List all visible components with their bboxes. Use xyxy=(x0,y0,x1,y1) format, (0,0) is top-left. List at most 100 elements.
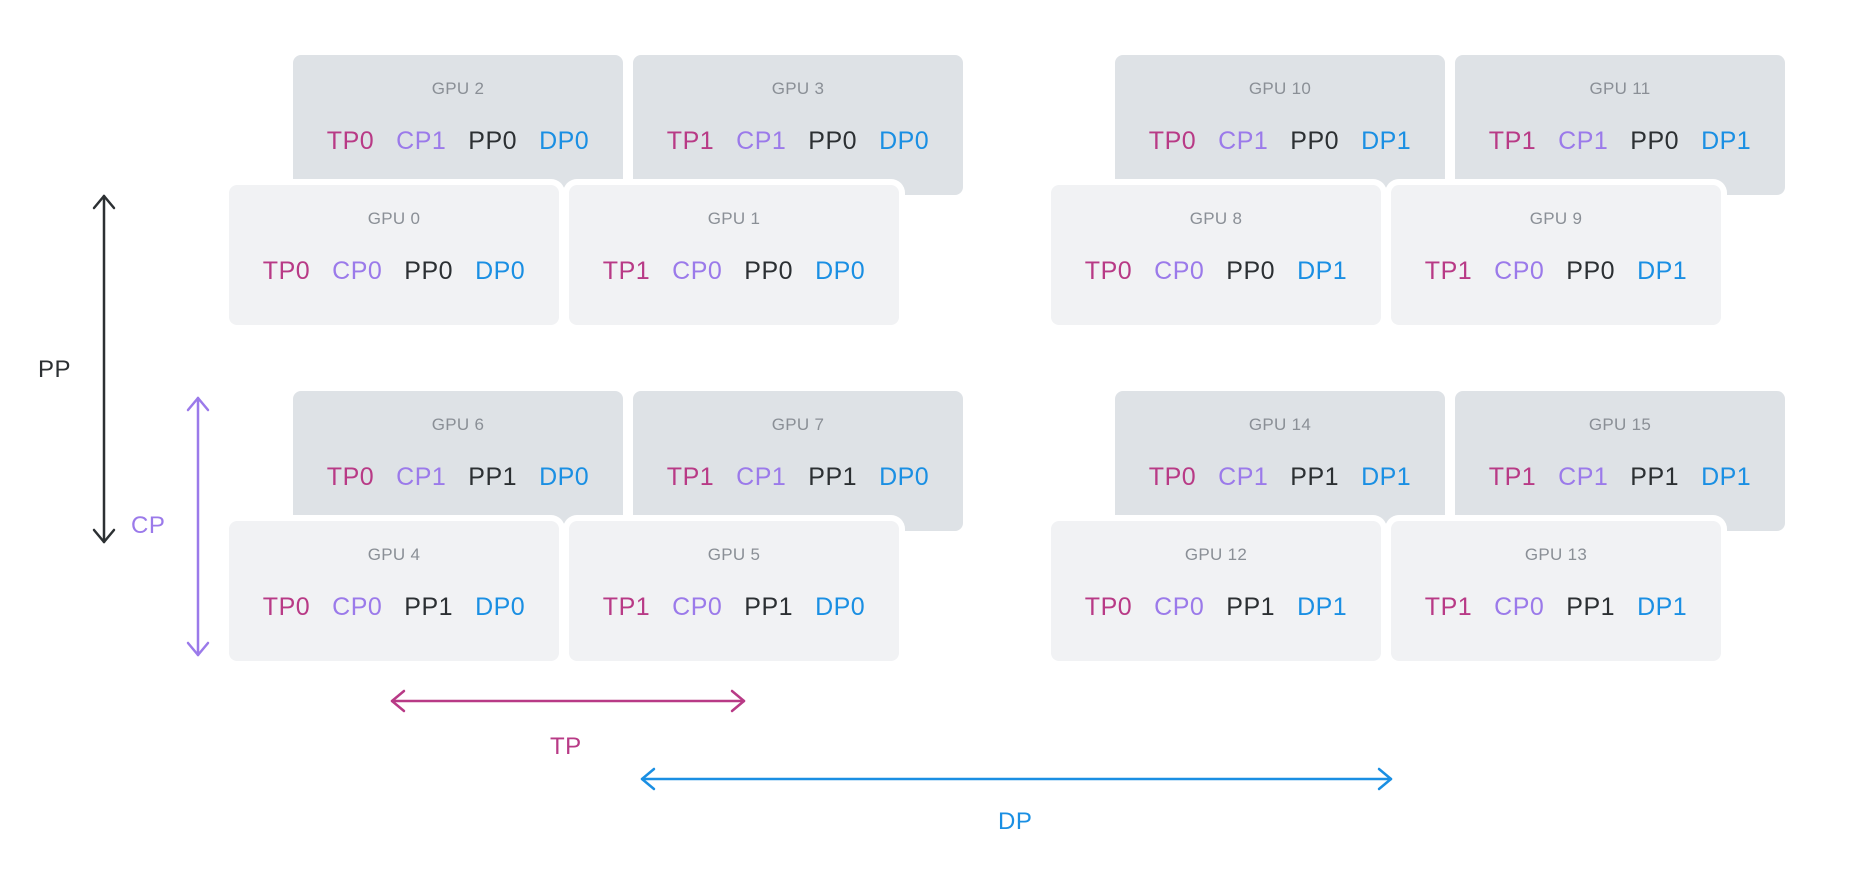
cp-rank: CP1 xyxy=(396,463,447,491)
pp-rank: PP1 xyxy=(808,463,858,491)
tp-rank: TP1 xyxy=(1488,127,1537,155)
dp-rank: DP0 xyxy=(475,257,526,285)
gpu-card-1: GPU 1 TP1 CP0 PP0 DP0 xyxy=(569,185,899,325)
pp-rank: PP0 xyxy=(1630,127,1680,155)
cp-rank: CP0 xyxy=(1494,257,1545,285)
dp-rank: DP0 xyxy=(475,593,526,621)
tp-arrow xyxy=(390,689,746,713)
dp-rank: DP1 xyxy=(1297,593,1348,621)
gpu-ranks: TP1 CP1 PP1 DP0 xyxy=(633,463,963,492)
tp-rank: TP0 xyxy=(1148,127,1197,155)
gpu-card-6: GPU 6 TP0 CP1 PP1 DP0 xyxy=(293,391,623,531)
gpu-ranks: TP1 CP1 PP0 DP0 xyxy=(633,127,963,156)
gpu-ranks: TP1 CP1 PP1 DP1 xyxy=(1455,463,1785,492)
tp-rank: TP1 xyxy=(666,463,715,491)
tp-rank: TP1 xyxy=(1424,257,1473,285)
gpu-name: GPU 10 xyxy=(1248,79,1312,98)
pp-rank: PP0 xyxy=(1566,257,1616,285)
dp-rank: DP0 xyxy=(539,463,590,491)
dp-rank: DP1 xyxy=(1361,127,1412,155)
cp-axis-label: CP xyxy=(131,512,166,539)
dp-rank: DP0 xyxy=(539,127,590,155)
gpu-card-11: GPU 11 TP1 CP1 PP0 DP1 xyxy=(1455,55,1785,195)
gpu-ranks: TP1 CP0 PP1 DP1 xyxy=(1391,593,1721,622)
tp-rank: TP1 xyxy=(1424,593,1473,621)
gpu-card-4: GPU 4 TP0 CP0 PP1 DP0 xyxy=(229,521,559,661)
cp-rank: CP0 xyxy=(1154,257,1205,285)
pp-rank: PP1 xyxy=(744,593,794,621)
gpu-ranks: TP0 CP0 PP0 DP0 xyxy=(229,257,559,286)
pp-axis-label: PP xyxy=(38,356,72,383)
cp-rank: CP1 xyxy=(1558,463,1609,491)
tp-rank: TP0 xyxy=(262,593,311,621)
dp-rank: DP0 xyxy=(879,127,930,155)
cp-rank: CP0 xyxy=(332,257,383,285)
gpu-ranks: TP0 CP1 PP1 DP1 xyxy=(1115,463,1445,492)
cp-rank: CP0 xyxy=(1154,593,1205,621)
gpu-name: GPU 0 xyxy=(367,209,421,228)
tp-rank: TP0 xyxy=(1084,257,1133,285)
gpu-ranks: TP1 CP0 PP1 DP0 xyxy=(569,593,899,622)
pp-rank: PP0 xyxy=(404,257,454,285)
gpu-card-2: GPU 2 TP0 CP1 PP0 DP0 xyxy=(293,55,623,195)
gpu-ranks: TP0 CP0 PP1 DP0 xyxy=(229,593,559,622)
cp-rank: CP0 xyxy=(332,593,383,621)
dp-rank: DP1 xyxy=(1701,127,1752,155)
tp-rank: TP1 xyxy=(602,257,651,285)
gpu-card-5: GPU 5 TP1 CP0 PP1 DP0 xyxy=(569,521,899,661)
dp-rank: DP1 xyxy=(1297,257,1348,285)
cp-rank: CP0 xyxy=(672,257,723,285)
gpu-card-7: GPU 7 TP1 CP1 PP1 DP0 xyxy=(633,391,963,531)
dp-rank: DP0 xyxy=(815,257,866,285)
gpu-ranks: TP0 CP0 PP1 DP1 xyxy=(1051,593,1381,622)
pp-rank: PP0 xyxy=(744,257,794,285)
gpu-name: GPU 15 xyxy=(1588,415,1652,434)
tp-rank: TP1 xyxy=(666,127,715,155)
pp-arrow xyxy=(92,194,116,544)
gpu-name: GPU 9 xyxy=(1529,209,1583,228)
pp-rank: PP0 xyxy=(1290,127,1340,155)
gpu-card-14: GPU 14 TP0 CP1 PP1 DP1 xyxy=(1115,391,1445,531)
dp-rank: DP1 xyxy=(1361,463,1412,491)
pp-rank: PP1 xyxy=(1226,593,1276,621)
cp-rank: CP1 xyxy=(736,127,787,155)
tp-axis-label: TP xyxy=(550,733,582,760)
gpu-ranks: TP1 CP0 PP0 DP0 xyxy=(569,257,899,286)
pp-rank: PP1 xyxy=(468,463,518,491)
dp-rank: DP0 xyxy=(879,463,930,491)
gpu-card-10: GPU 10 TP0 CP1 PP0 DP1 xyxy=(1115,55,1445,195)
gpu-card-15: GPU 15 TP1 CP1 PP1 DP1 xyxy=(1455,391,1785,531)
gpu-name: GPU 1 xyxy=(707,209,761,228)
pp-rank: PP1 xyxy=(404,593,454,621)
cp-rank: CP1 xyxy=(736,463,787,491)
gpu-ranks: TP0 CP1 PP0 DP1 xyxy=(1115,127,1445,156)
cp-rank: CP1 xyxy=(1558,127,1609,155)
gpu-name: GPU 8 xyxy=(1189,209,1243,228)
cp-rank: CP1 xyxy=(1218,463,1269,491)
gpu-name: GPU 5 xyxy=(707,545,761,564)
cp-rank: CP1 xyxy=(396,127,447,155)
dp-axis-label: DP xyxy=(998,808,1033,835)
gpu-name: GPU 11 xyxy=(1589,79,1651,98)
gpu-name: GPU 7 xyxy=(771,415,825,434)
gpu-name: GPU 3 xyxy=(771,79,825,98)
cp-rank: CP1 xyxy=(1218,127,1269,155)
tp-rank: TP1 xyxy=(602,593,651,621)
gpu-card-12: GPU 12 TP0 CP0 PP1 DP1 xyxy=(1051,521,1381,661)
pp-rank: PP0 xyxy=(1226,257,1276,285)
gpu-ranks: TP1 CP1 PP0 DP1 xyxy=(1455,127,1785,156)
cp-arrow xyxy=(186,396,210,657)
gpu-card-8: GPU 8 TP0 CP0 PP0 DP1 xyxy=(1051,185,1381,325)
gpu-name: GPU 13 xyxy=(1524,545,1588,564)
gpu-name: GPU 2 xyxy=(431,79,485,98)
dp-rank: DP1 xyxy=(1637,593,1688,621)
tp-rank: TP0 xyxy=(1084,593,1133,621)
cp-rank: CP0 xyxy=(1494,593,1545,621)
pp-rank: PP0 xyxy=(468,127,518,155)
dp-rank: DP1 xyxy=(1701,463,1752,491)
pp-rank: PP1 xyxy=(1630,463,1680,491)
gpu-ranks: TP0 CP1 PP1 DP0 xyxy=(293,463,623,492)
pp-rank: PP1 xyxy=(1290,463,1340,491)
gpu-card-3: GPU 3 TP1 CP1 PP0 DP0 xyxy=(633,55,963,195)
